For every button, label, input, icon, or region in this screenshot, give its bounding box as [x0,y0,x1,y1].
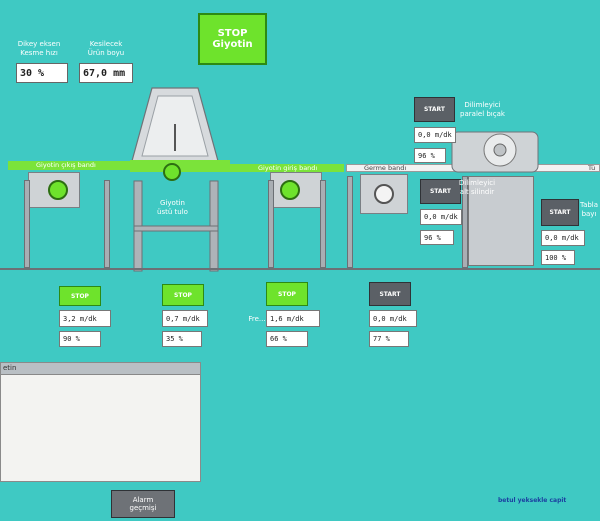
outfeed-leg-left [24,180,30,268]
stop-label: STOP [217,28,248,39]
infeed-leg-right [320,180,326,268]
footer-credit: betul yeksekle capit [498,497,567,504]
slicer-roller-start-button[interactable]: START [420,179,461,204]
infeed-belt [212,164,344,172]
table-start-button[interactable]: START [541,199,579,226]
slicer-roller-speed[interactable]: 0,0 m/dk [420,209,462,225]
outfeed-belt [8,161,136,170]
product-length-field[interactable]: 67,0 mm [79,63,133,83]
guillotine-belt-stop-button[interactable]: STOP [162,284,204,306]
stretch-motor-icon [374,184,394,204]
slicer-housing [451,131,539,173]
guillotine-stop-button[interactable]: STOP Giyotin [198,13,267,65]
table-speed[interactable]: 0,0 m/dk [541,230,585,246]
guillotine-belt [130,160,230,172]
slicer-blade-percent[interactable]: 96 % [414,148,446,163]
stretch-belt-label: Germe bandı [364,164,407,172]
guillotine-belt-speed[interactable]: 0,7 m/dk [162,310,208,327]
table-edge-label: Tü [588,164,596,172]
stretch-percent[interactable]: 77 % [369,331,409,347]
floor-line [0,268,600,270]
table-percent[interactable]: 100 % [541,250,575,265]
outfeed-stop-button[interactable]: STOP [59,286,101,306]
stretch-leg-right [462,176,468,268]
alarm-panel[interactable]: etin [0,362,201,482]
alarm-history-line1: Alarm [132,496,154,504]
alarm-panel-title: etin [3,364,17,372]
cut-speed-field[interactable]: 30 % [16,63,68,83]
outfeed-speed[interactable]: 3,2 m/dk [59,310,111,327]
alarm-panel-header: etin [1,363,200,375]
outfeed-leg-right [104,180,110,268]
infeed-percent[interactable]: 66 % [266,331,308,347]
outfeed-percent[interactable]: 90 % [59,331,101,347]
slicer-blade-speed[interactable]: 0,0 m/dk [414,127,456,143]
stretch-leg-left [347,176,353,268]
slicer-frame [468,176,534,266]
infeed-leg-left [268,180,274,268]
outfeed-motor-icon [48,180,68,200]
stretch-speed[interactable]: 0,0 m/dk [369,310,417,327]
slicer-roller-percent[interactable]: 96 % [420,230,454,245]
infeed-speed[interactable]: 1,6 m/dk [266,310,320,327]
outfeed-belt-label: Giyotin çıkış bandı [36,161,96,169]
infeed-belt-label: Giyotin giriş bandı [258,164,318,172]
infeed-prefix-label: Fre... [248,315,266,323]
guillotine-label: Giyotin [212,39,253,50]
guillotine-belt-percent[interactable]: 35 % [162,331,202,347]
stretch-start-button[interactable]: START [369,282,411,306]
guillotine-roller-icon [163,163,181,181]
alarm-history-button[interactable]: Alarm geçmişi [111,490,175,518]
infeed-stop-button[interactable]: STOP [266,282,308,306]
infeed-motor-icon [280,180,300,200]
guillotine-housing [131,87,219,272]
alarm-history-line2: geçmişi [129,504,157,512]
slicer-blade-start-button[interactable]: START [414,97,455,122]
